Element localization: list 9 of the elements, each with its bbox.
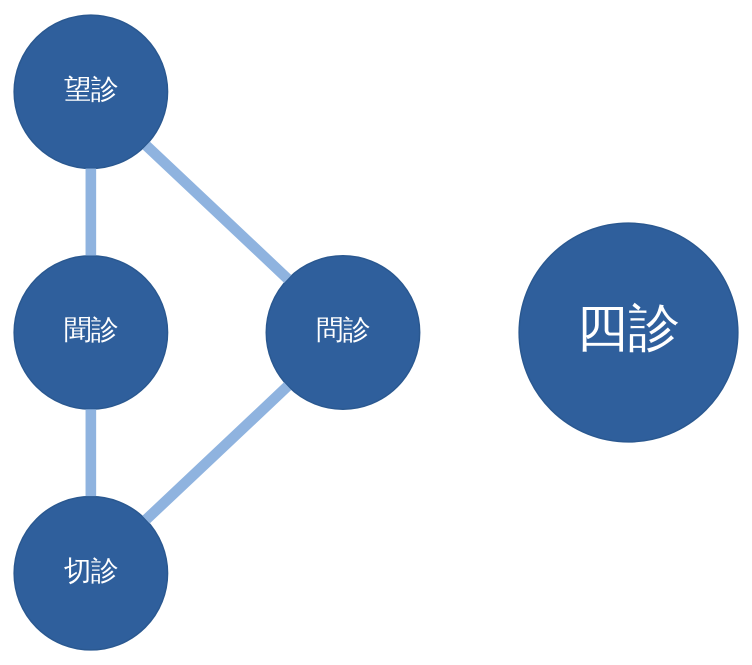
connector [86,168,96,256]
connector [142,142,292,283]
connector [86,409,96,496]
node-circle: 切診 [13,496,168,651]
node-circle: 問診 [266,255,420,410]
node-circle: 望診 [13,14,168,170]
node-circle: 聞診 [13,255,168,410]
node-circle: 四診 [518,222,739,443]
connector [142,382,292,524]
